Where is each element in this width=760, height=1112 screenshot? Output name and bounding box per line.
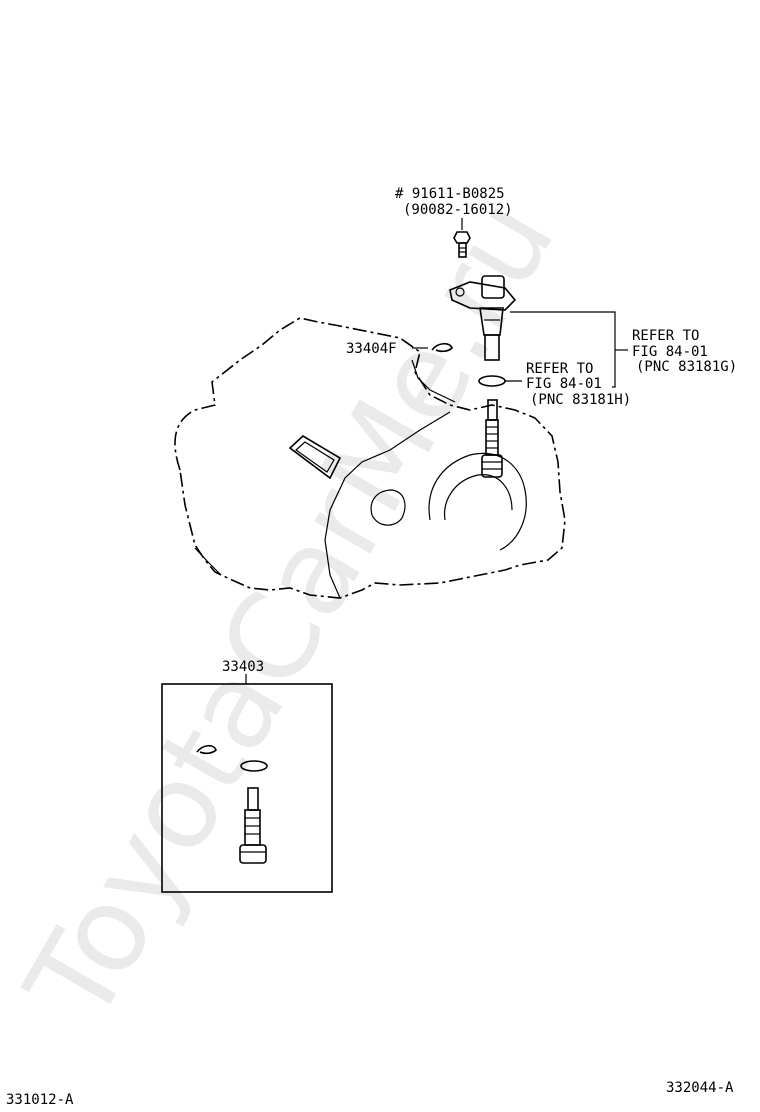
clip-part-number: 33404F [346,341,397,357]
transmission-housing [174,317,566,599]
oring-ref-line2: FIG 84-01 [526,376,602,392]
footer-right-code: 332044-A [666,1080,734,1096]
speed-sensor-part [449,275,517,361]
oring-ref-line1: REFER TO [526,361,593,377]
sensor-ref-line3: (PNC 83181G) [636,359,737,375]
bolt-part [453,231,471,258]
oring-ref-line3: (PNC 83181H) [530,392,631,408]
kit-contents [196,744,268,864]
clip-part [431,342,453,353]
kit-box [161,683,333,893]
footer-left-code: 331012-A [6,1092,74,1108]
bolt-alt-number: (90082-16012) [403,202,513,218]
sensor-ref-line2: FIG 84-01 [632,344,708,360]
sensor-ref-line1: REFER TO [632,328,699,344]
watermark-text: ToyotaCarMe.ru [0,175,581,1044]
driven-gear-part [481,399,503,478]
leader-lines [245,218,628,684]
bolt-part-number: # 91611-B0825 [395,186,505,202]
kit-part-number: 33403 [222,659,264,675]
